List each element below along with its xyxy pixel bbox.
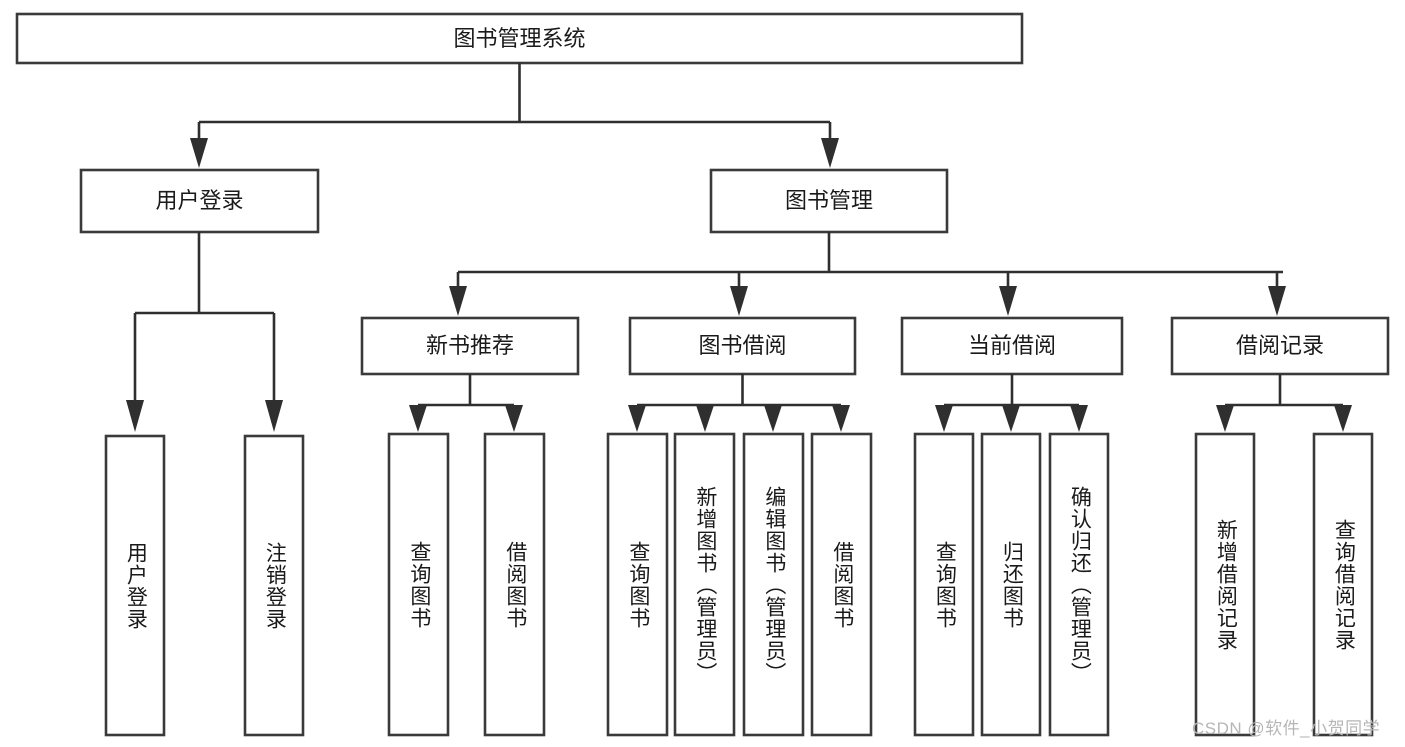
- leaf-box-br-add-record[interactable]: [1194, 432, 1256, 737]
- arrow-head-book-borrow: [730, 286, 748, 316]
- leaf-box-bb-query-book[interactable]: [606, 432, 669, 737]
- node-root-box[interactable]: [15, 12, 1024, 65]
- node-book-mgmt-label: 图书管理: [785, 188, 873, 213]
- arrow-head-cb-return-book: [1002, 405, 1020, 432]
- arrow-head-nbr-query-book: [409, 405, 427, 432]
- arrow-head-bb-query-book: [628, 405, 646, 432]
- leaf-box-br-query-record[interactable]: [1312, 432, 1374, 737]
- node-user-login-label: 用户登录: [155, 188, 243, 213]
- leaf-box-bb-add-book[interactable]: [673, 432, 736, 737]
- leaf-box-cb-return-book[interactable]: [980, 432, 1042, 737]
- node-new-book-rec-label: 新书推荐: [426, 333, 514, 358]
- csdn-watermark: CSDN @软件_小贺同学: [1192, 719, 1381, 738]
- arrow-head-logout-leaf: [265, 400, 283, 432]
- arrow-head-current-borrow: [999, 286, 1017, 316]
- leaf-box-cb-query-book[interactable]: [913, 432, 975, 737]
- arrow-head-cb-confirm-return: [1070, 405, 1088, 432]
- node-root-label: 图书管理系统: [453, 26, 585, 51]
- leaf-box-bb-edit-book[interactable]: [742, 432, 805, 737]
- node-borrow-record-label: 借阅记录: [1236, 333, 1324, 358]
- arrow-head-new-book-rec: [449, 286, 467, 316]
- arrow-head-book-mgmt: [821, 138, 839, 168]
- arrow-head-user-login: [190, 138, 208, 168]
- arrow-head-borrow-record: [1268, 286, 1286, 316]
- leaf-box-user-login[interactable]: [104, 434, 166, 737]
- arrow-head-br-query-record: [1334, 405, 1352, 432]
- node-book-mgmt-box[interactable]: [709, 168, 949, 234]
- arrow-head-nbr-borrow-book: [505, 405, 523, 432]
- node-borrow-record-box[interactable]: [1170, 316, 1390, 376]
- arrow-head-bb-edit-book: [764, 405, 782, 432]
- leaf-box-nbr-borrow-book[interactable]: [483, 432, 546, 737]
- arrow-head-bb-add-book: [696, 405, 714, 432]
- leaf-box-cb-confirm-return[interactable]: [1048, 432, 1110, 737]
- node-new-book-rec-box[interactable]: [360, 316, 580, 376]
- leaf-box-bb-borrow-book[interactable]: [810, 432, 873, 737]
- leaf-box-logout[interactable]: [243, 434, 305, 737]
- arrow-head-bb-borrow-book: [832, 405, 850, 432]
- arrow-head-cb-query-book: [935, 405, 953, 432]
- leaf-box-nbr-query-book[interactable]: [387, 432, 450, 737]
- node-current-borrow-label: 当前借阅: [968, 333, 1056, 358]
- node-current-borrow-box[interactable]: [900, 316, 1124, 376]
- node-book-borrow-box[interactable]: [628, 316, 857, 376]
- arrow-head-user-login-leaf: [126, 400, 144, 432]
- node-book-borrow-label: 图书借阅: [698, 333, 786, 358]
- arrow-head-br-add-record: [1216, 405, 1234, 432]
